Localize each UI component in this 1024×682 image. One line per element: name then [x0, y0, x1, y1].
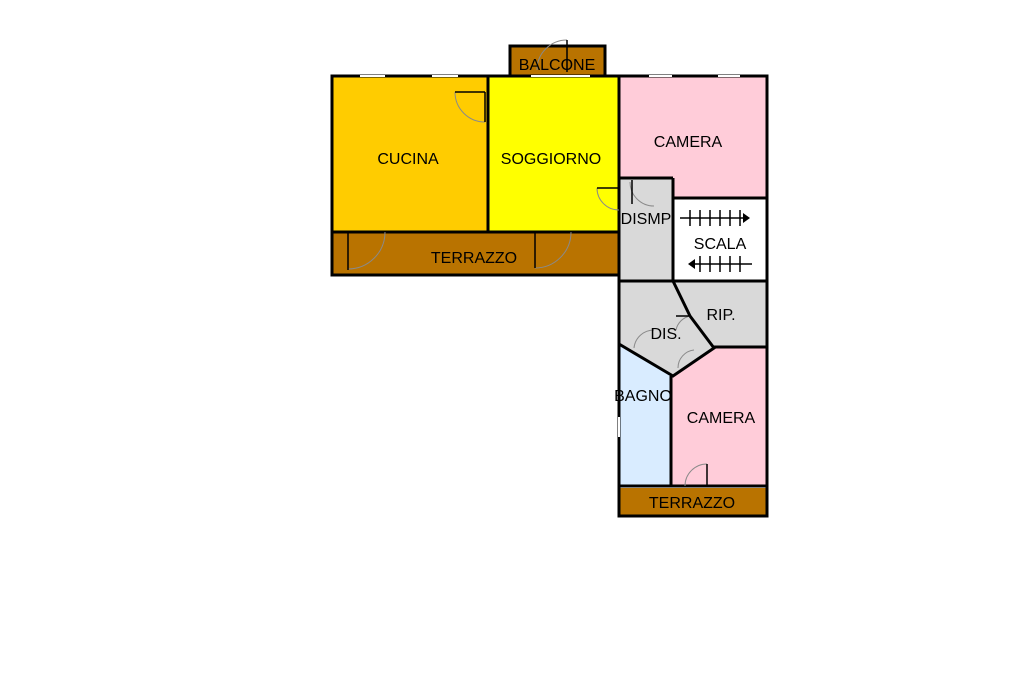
room-cucina	[332, 76, 488, 232]
label-ripostiglio: RIP.	[706, 307, 735, 324]
label-soggiorno: SOGGIORNO	[501, 151, 601, 168]
room-terrazzo-left	[332, 232, 619, 275]
room-camera-bottom	[671, 347, 767, 486]
label-disimpegno: DISMP	[621, 211, 672, 228]
room-camera-top	[619, 76, 767, 198]
room-disimpegno-lower	[619, 281, 714, 376]
room-disimpegno	[619, 178, 673, 281]
doors	[347, 39, 708, 487]
label-balcone: BALCONE	[519, 57, 595, 74]
label-terrazzo-bottom: TERRAZZO	[649, 495, 735, 512]
label-terrazzo-left: TERRAZZO	[431, 250, 517, 267]
room-bagno	[619, 344, 671, 486]
room-terrazzo-bottom	[619, 488, 767, 516]
windows	[360, 75, 740, 437]
label-disimpegno-lower: DIS.	[650, 326, 681, 343]
label-bagno: BAGNO	[614, 388, 672, 405]
label-cucina: CUCINA	[377, 151, 439, 168]
stairs-symbol	[680, 210, 752, 272]
label-camera-bottom: CAMERA	[687, 410, 756, 427]
room-ripostiglio	[673, 281, 767, 347]
label-camera-top: CAMERA	[654, 134, 723, 151]
room-soggiorno	[488, 76, 619, 232]
label-scala: SCALA	[694, 236, 747, 253]
